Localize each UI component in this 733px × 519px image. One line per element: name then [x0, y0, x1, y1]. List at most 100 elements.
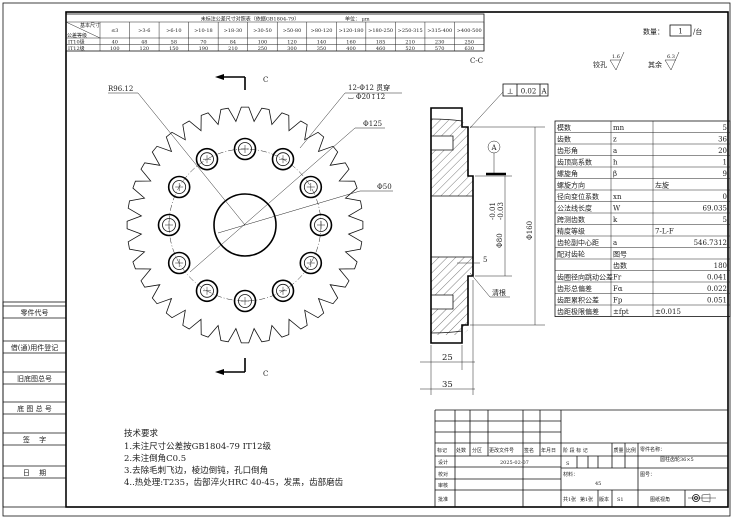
counterbore-circle [271, 147, 295, 171]
svg-text:C: C [263, 370, 268, 378]
param-value: 69.035 [703, 205, 728, 213]
param-symbol: a [613, 147, 617, 155]
tolerance-grade: IT10级 [68, 38, 85, 45]
tolerance-cell: 250 [464, 39, 474, 45]
counterbore-circle [233, 289, 257, 313]
svg-text:材料：: 材料： [563, 471, 578, 478]
counterbore-circle [195, 279, 219, 303]
svg-text:S1: S1 [617, 497, 624, 503]
center-mark-icon [306, 183, 315, 191]
param-symbol: k [613, 216, 618, 224]
svg-text:图号：: 图号： [640, 472, 655, 478]
side-column-label: 旧底图总号 [17, 374, 52, 383]
param-name: 齿形总偏差 [557, 284, 592, 293]
part-name: 圆柱齿轮36×5 [660, 456, 694, 463]
bolt-hole [200, 152, 214, 167]
bolt-hole [276, 283, 290, 298]
revision-header: 更改文件号 [489, 447, 514, 454]
param-value: 0.041 [707, 274, 727, 282]
param-symbol: ±fpt [613, 308, 629, 316]
svg-text:图纸视角: 图纸视角 [650, 496, 670, 503]
gear-section-view: ⊥ 0.02 A A Φ160 Φ80 -0.01 -0.03 5 清根 25 … [420, 83, 549, 395]
tolerance-header: >400-500 [457, 28, 482, 34]
arrow-icon [215, 74, 224, 80]
param-symbol: Fr [613, 274, 622, 282]
tolerance-cell: 100 [110, 46, 120, 52]
quantity-label: 数量： [643, 27, 664, 36]
bolt-holes [157, 137, 333, 313]
tech-requirements: 技术要求 1.未注尺寸公差按GB1804-79 IT12级 2.未注倒角C0.5… [124, 428, 344, 488]
param-name: 齿距累积公差 [557, 296, 599, 305]
param-name: 配对齿轮 [557, 250, 585, 259]
roughness-symbol-icon [609, 51, 625, 71]
svg-text:A: A [540, 88, 547, 96]
param-name: 齿轮副中心距 [557, 238, 599, 247]
gear-front-view: C C R96.12 12-Φ12 贯穿 ⌴ Φ20↧12 Φ125 Φ50 [108, 74, 402, 378]
tolerance-cell: 70 [200, 39, 206, 45]
tolerance-cell: 630 [464, 46, 474, 52]
bolt-hole [303, 256, 318, 270]
svg-text:共1张: 共1张 [563, 496, 576, 503]
revision-header: 年月日 [541, 447, 556, 454]
param-symbol: Fα [613, 285, 623, 293]
radius-label: R96.12 [108, 85, 133, 93]
material-value: 45 [595, 481, 601, 487]
param-value: ±0.015 [655, 308, 681, 316]
svg-text:C: C [263, 76, 268, 84]
side-column-label: 底 图 总 号 [17, 404, 52, 413]
svg-text:Φ80: Φ80 [496, 233, 504, 248]
inner-frame [65, 11, 729, 508]
bolt-hole [314, 218, 328, 232]
param-symbol: mn [613, 124, 625, 132]
perpendicularity-frame: ⊥ 0.02 A [469, 83, 549, 129]
tolerance-cell: 400 [346, 46, 356, 52]
tolerance-header: >10-18 [194, 28, 213, 34]
quantity-value: 1 [678, 28, 682, 36]
design-date: 2025-02-07 [500, 460, 529, 466]
param-name: 精度等级 [557, 227, 585, 236]
counterbore-label: ⌴ Φ20↧12 [348, 93, 385, 101]
param-symbol: 图号 [613, 251, 627, 259]
corner-bottom: 公差等级 [67, 32, 87, 39]
revision-header: 签名 [524, 447, 534, 454]
bolt-hole [200, 283, 214, 298]
param-name: 螺旋角 [557, 169, 578, 178]
counterbore-circle [157, 213, 181, 237]
projection-symbol-icon [688, 493, 716, 503]
gear-teeth-outline [126, 106, 364, 344]
tolerance-cell: 120 [287, 39, 297, 45]
center-mark-icon [241, 145, 249, 153]
side-column-label: 零件代号 [21, 308, 49, 317]
roughness-symbol-icon [664, 51, 680, 71]
tolerance-header: >120-180 [339, 28, 364, 34]
tolerance-cell: 160 [346, 39, 356, 45]
tolerance-header: >315-400 [427, 28, 452, 34]
param-name: 跨测齿数 [557, 215, 585, 224]
quantity-unit: /台 [693, 27, 702, 36]
bolt-hole [276, 152, 290, 167]
param-symbol: h [613, 159, 618, 167]
svg-text:-0.01: -0.01 [489, 202, 497, 220]
tech-title: 技术要求 [124, 428, 159, 439]
param-name: 齿圈径向跳动公差 [557, 273, 613, 282]
svg-text:其余: 其余 [648, 60, 662, 69]
counterbore-circle [309, 213, 333, 237]
title-block: 标记处数分区更改文件号签名年月日设计校对审核批准 阶 段 标 记 质量 比例 S… [434, 409, 728, 507]
param-name: 齿形角 [557, 146, 578, 155]
param-name: 径向变位系数 [557, 192, 599, 201]
param-value: 20 [718, 147, 727, 155]
param-name: 螺旋方向 [557, 181, 585, 190]
param-symbol: β [613, 170, 617, 178]
bolt-hole [172, 256, 187, 270]
holes-leader [299, 92, 402, 149]
param-name: 齿顶高系数 [557, 158, 592, 167]
roughness-reaming: 铰孔 1.6 [593, 51, 625, 71]
svg-text:阶 段 标 记: 阶 段 标 记 [563, 447, 588, 454]
tolerance-header: >6-10 [166, 28, 181, 34]
svg-text:第1张: 第1张 [580, 496, 593, 503]
svg-text:S: S [566, 461, 570, 467]
param-symbol: 齿数 [613, 261, 627, 270]
clear-root-note: 清根 [492, 288, 506, 297]
